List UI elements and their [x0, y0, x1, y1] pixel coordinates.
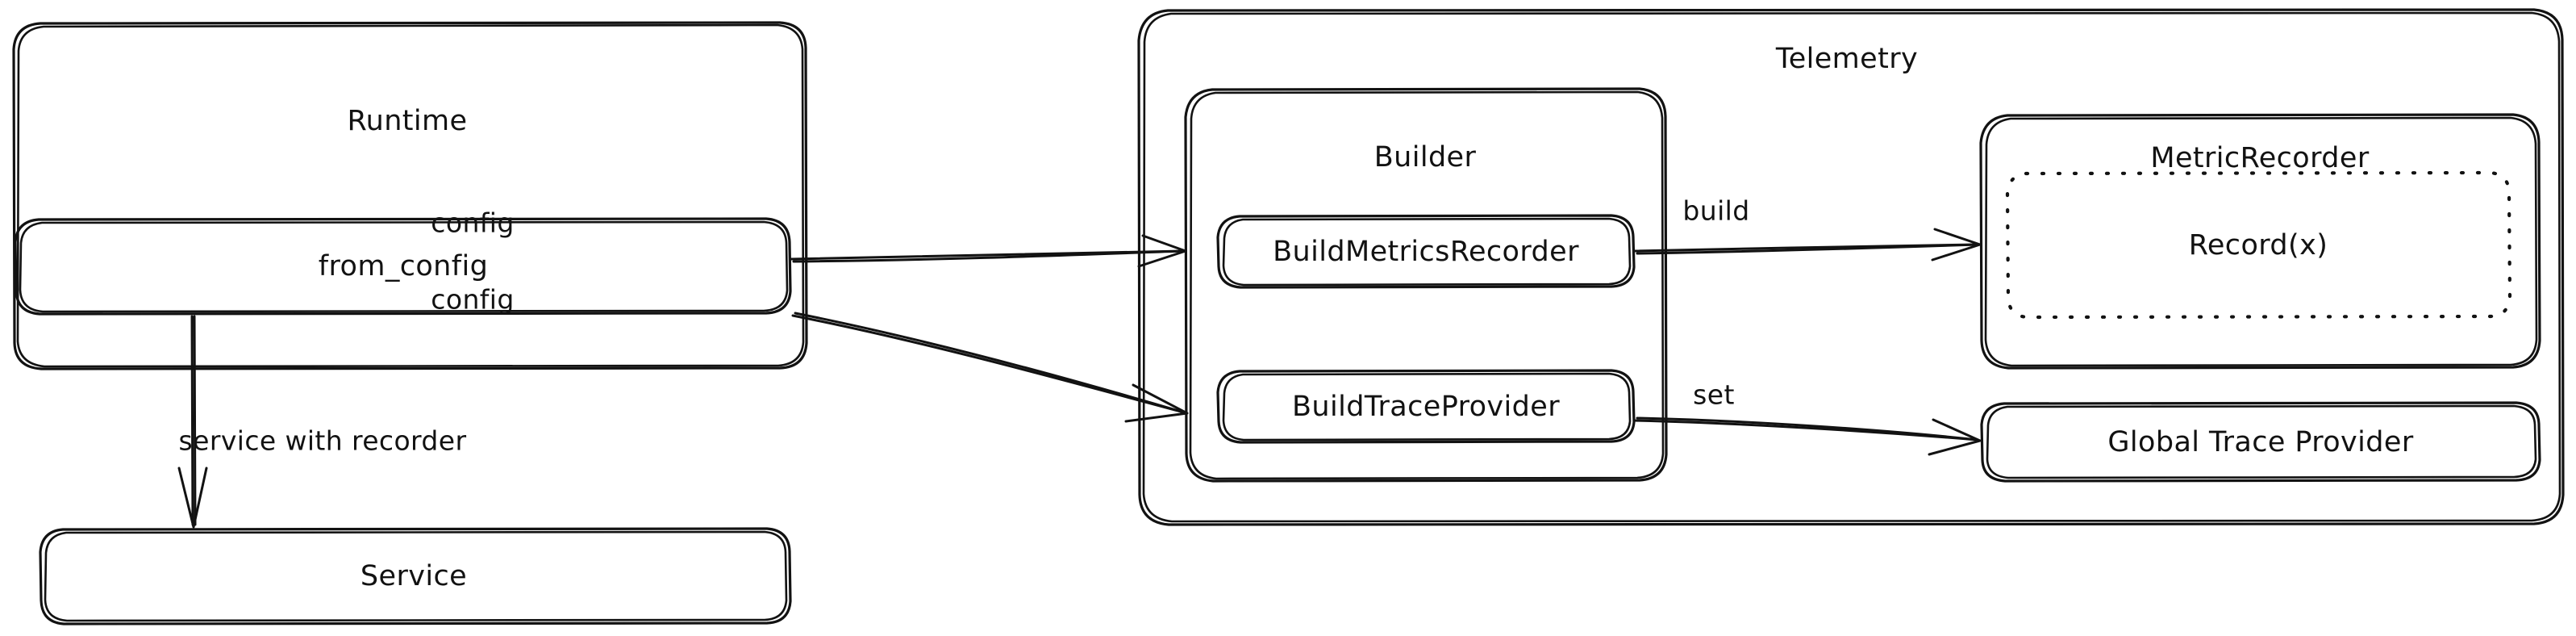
node-from-config-shape[interactable]	[14, 217, 792, 316]
edge-build-label: build	[1682, 195, 1750, 227]
edge-config-trace-label: config	[431, 283, 515, 316]
node-build-trace-provider-label: BuildTraceProvider	[1291, 391, 1561, 423]
node-build-metrics-recorder-shape[interactable]	[1216, 214, 1636, 289]
edge-service-with-recorder[interactable]	[177, 315, 208, 529]
node-service-label: Service	[360, 560, 468, 592]
edge-build[interactable]	[1633, 228, 1982, 262]
node-metric-recorder-label: MetricRecorder	[2150, 142, 2370, 174]
edge-config-trace[interactable]	[791, 312, 1189, 423]
node-runtime-shape[interactable]	[12, 21, 808, 370]
edge-config-metrics-label: config	[431, 207, 515, 239]
node-global-trace-provider-label: Global Trace Provider	[2107, 426, 2414, 458]
node-record-x-label: Record(x)	[2188, 229, 2328, 262]
node-from-config-label: from_config	[318, 250, 489, 282]
node-metric-recorder-shape[interactable]	[1979, 113, 2541, 370]
node-service-shape[interactable]	[39, 527, 792, 626]
node-record-x-shape[interactable]	[2005, 170, 2512, 320]
node-builder-shape[interactable]	[1184, 87, 1668, 483]
node-global-trace-provider-shape[interactable]	[1980, 401, 2541, 483]
node-builder-label: Builder	[1373, 141, 1477, 174]
node-telemetry-label: Telemetry	[1775, 43, 1919, 75]
node-build-trace-provider-shape[interactable]	[1216, 369, 1636, 444]
edge-set[interactable]	[1633, 416, 1982, 456]
edge-set-label: set	[1693, 379, 1735, 411]
edge-config-metrics[interactable]	[790, 234, 1187, 268]
edge-service-with-recorder-label: service with recorder	[178, 425, 467, 457]
node-runtime-label: Runtime	[347, 105, 468, 137]
node-telemetry-shape[interactable]	[1137, 8, 2565, 526]
node-build-metrics-recorder-label: BuildMetricsRecorder	[1273, 236, 1579, 268]
